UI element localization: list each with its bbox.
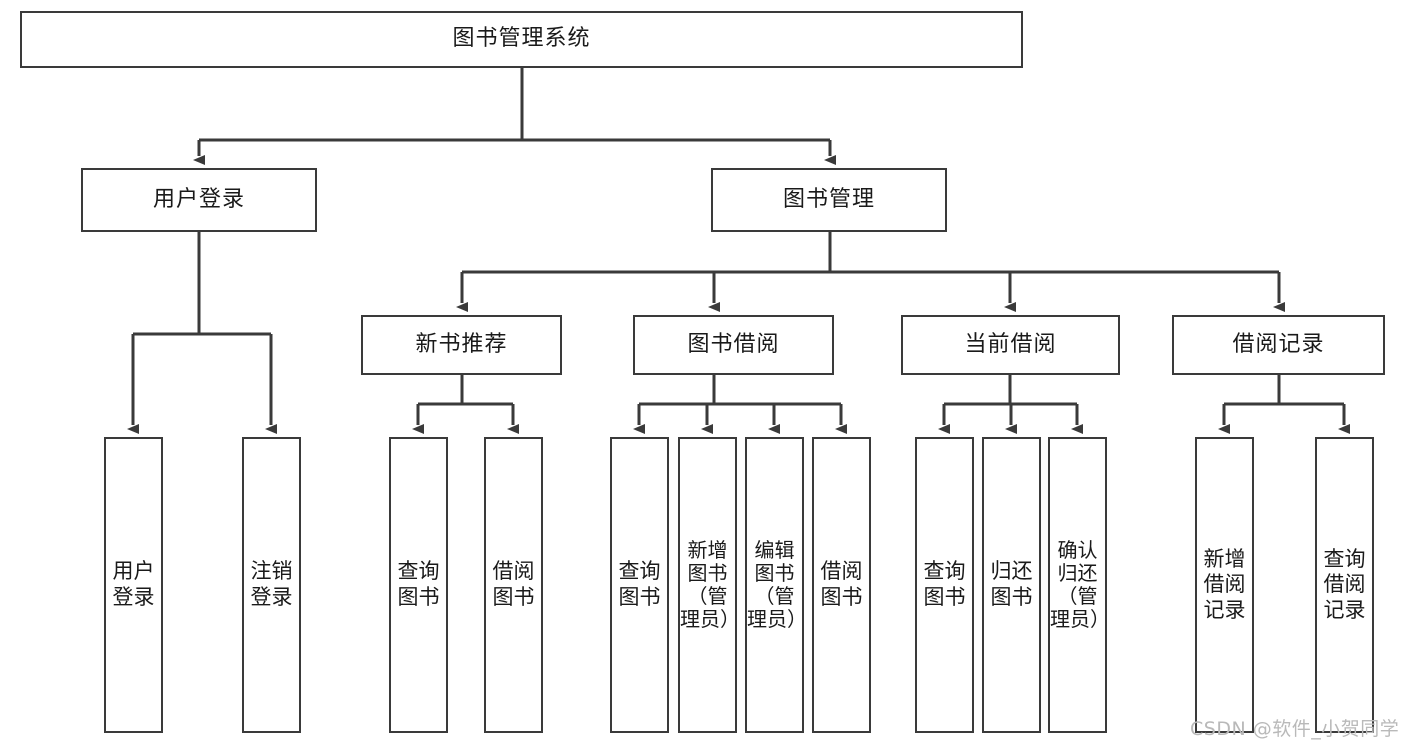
node-leaf-user-login-signin[interactable]: 用户登录 xyxy=(104,437,163,733)
node-leaf-current-query[interactable]: 查询图书 xyxy=(915,437,974,733)
node-current-borrow[interactable]: 当前借阅 xyxy=(901,315,1120,375)
node-label: 图书管理系统 xyxy=(452,26,591,52)
node-label: 注销登录 xyxy=(250,559,293,609)
node-label: 编辑图书（管理员） xyxy=(747,537,807,632)
node-label: 当前借阅 xyxy=(964,331,1057,357)
node-label: 归还图书 xyxy=(990,559,1033,609)
node-label: 用户登录 xyxy=(152,186,245,212)
node-label: 查询图书 xyxy=(618,559,661,609)
node-book-management[interactable]: 图书管理 xyxy=(711,168,947,232)
node-leaf-record-query[interactable]: 查询借阅记录 xyxy=(1315,437,1374,733)
node-label: 借阅图书 xyxy=(492,559,535,609)
node-borrow-record[interactable]: 借阅记录 xyxy=(1172,315,1385,375)
node-leaf-borrow-edit-book[interactable]: 编辑图书（管理员） xyxy=(745,437,807,733)
node-book-borrow[interactable]: 图书借阅 xyxy=(633,315,834,375)
node-label: 查询图书 xyxy=(923,559,966,609)
node-leaf-newbook-borrow[interactable]: 借阅图书 xyxy=(484,437,543,733)
node-label: 新增借阅记录 xyxy=(1203,546,1246,622)
node-label: 用户登录 xyxy=(112,559,155,609)
node-leaf-current-confirm-return[interactable]: 确认归还（管理员） xyxy=(1048,437,1110,733)
node-leaf-newbook-query[interactable]: 查询图书 xyxy=(389,437,448,733)
node-label: 借阅图书 xyxy=(820,559,863,609)
node-leaf-borrow-query[interactable]: 查询图书 xyxy=(610,437,669,733)
node-label: 借阅记录 xyxy=(1232,331,1325,357)
node-label: 确认归还（管理员） xyxy=(1050,537,1110,632)
node-label: 图书借阅 xyxy=(687,331,780,357)
node-new-book-recommend[interactable]: 新书推荐 xyxy=(361,315,562,375)
node-user-login[interactable]: 用户登录 xyxy=(81,168,317,232)
node-label: 查询图书 xyxy=(397,559,440,609)
csdn-watermark: CSDN @软件_小贺同学 xyxy=(1190,718,1400,740)
node-leaf-borrow-add-book[interactable]: 新增图书（管理员） xyxy=(678,437,740,733)
node-leaf-user-login-signout[interactable]: 注销登录 xyxy=(242,437,301,733)
node-leaf-borrow-borrow-book[interactable]: 借阅图书 xyxy=(812,437,871,733)
node-leaf-record-add[interactable]: 新增借阅记录 xyxy=(1195,437,1254,733)
node-label: 查询借阅记录 xyxy=(1323,546,1366,622)
node-label: 图书管理 xyxy=(782,186,875,212)
node-label: 新增图书（管理员） xyxy=(680,537,740,632)
node-leaf-current-return[interactable]: 归还图书 xyxy=(982,437,1041,733)
node-label: 新书推荐 xyxy=(415,331,508,357)
node-root-system[interactable]: 图书管理系统 xyxy=(20,11,1023,68)
